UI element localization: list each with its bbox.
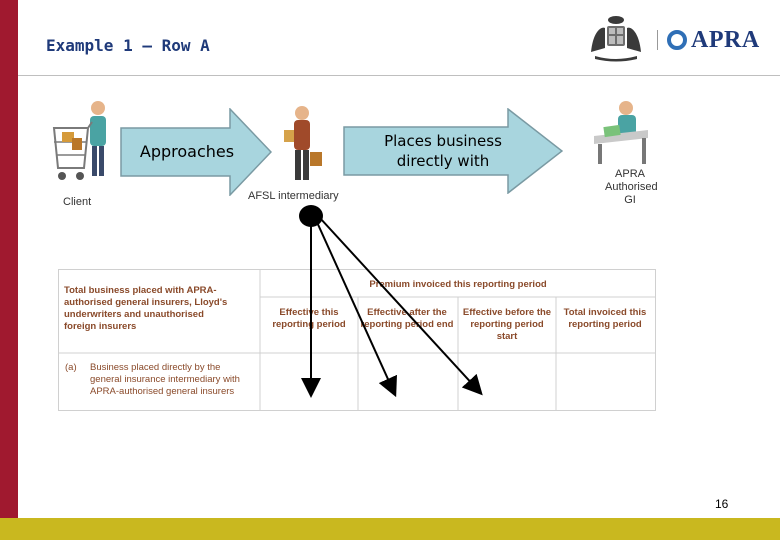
places-business-label: Places business directly with xyxy=(384,132,502,170)
apra-ring-icon xyxy=(667,30,687,50)
table-row-a-label: Business placed directly by the general … xyxy=(90,362,240,397)
approaches-label: Approaches xyxy=(139,142,235,161)
page-number: 16 xyxy=(715,497,729,511)
slide-title: Example 1 – Row A xyxy=(46,36,210,55)
places-business-arrow xyxy=(343,108,563,194)
client-shopping-icon xyxy=(52,101,106,180)
logo-separator xyxy=(657,30,658,50)
table-col-effective-before: Effective before the reporting period st… xyxy=(462,307,552,342)
table-col-effective-this: Effective this reporting period xyxy=(272,307,346,330)
bottom-accent-bar xyxy=(0,518,780,540)
insurer-desk-icon xyxy=(594,101,648,164)
table-col-total-invoiced: Total invoiced this reporting period xyxy=(563,307,647,330)
coat-of-arms-icon xyxy=(591,16,641,62)
pointer-origin-dot xyxy=(299,205,323,227)
table-row-header: Total business placed with APRA-authoris… xyxy=(64,285,228,332)
table-group-header: Premium invoiced this reporting period xyxy=(369,279,547,290)
intermediary-person-icon xyxy=(284,106,322,180)
intermediary-label: AFSL intermediary xyxy=(248,190,339,202)
header-divider xyxy=(18,75,780,76)
insurer-label-line1: APRA xyxy=(615,168,645,180)
client-label: Client xyxy=(63,196,92,208)
insurer-label-line2: Authorised GI xyxy=(605,181,658,206)
apra-logo-text: APRA xyxy=(691,26,760,53)
table-col-effective-after: Effective after the reporting period end xyxy=(360,307,454,330)
approaches-arrow xyxy=(120,108,272,196)
table-row-a-marker: (a) xyxy=(65,362,77,373)
left-accent-bar xyxy=(0,0,18,540)
insurer-label: APRA Authorised GI xyxy=(605,168,658,207)
apra-logo: APRA xyxy=(667,25,760,55)
